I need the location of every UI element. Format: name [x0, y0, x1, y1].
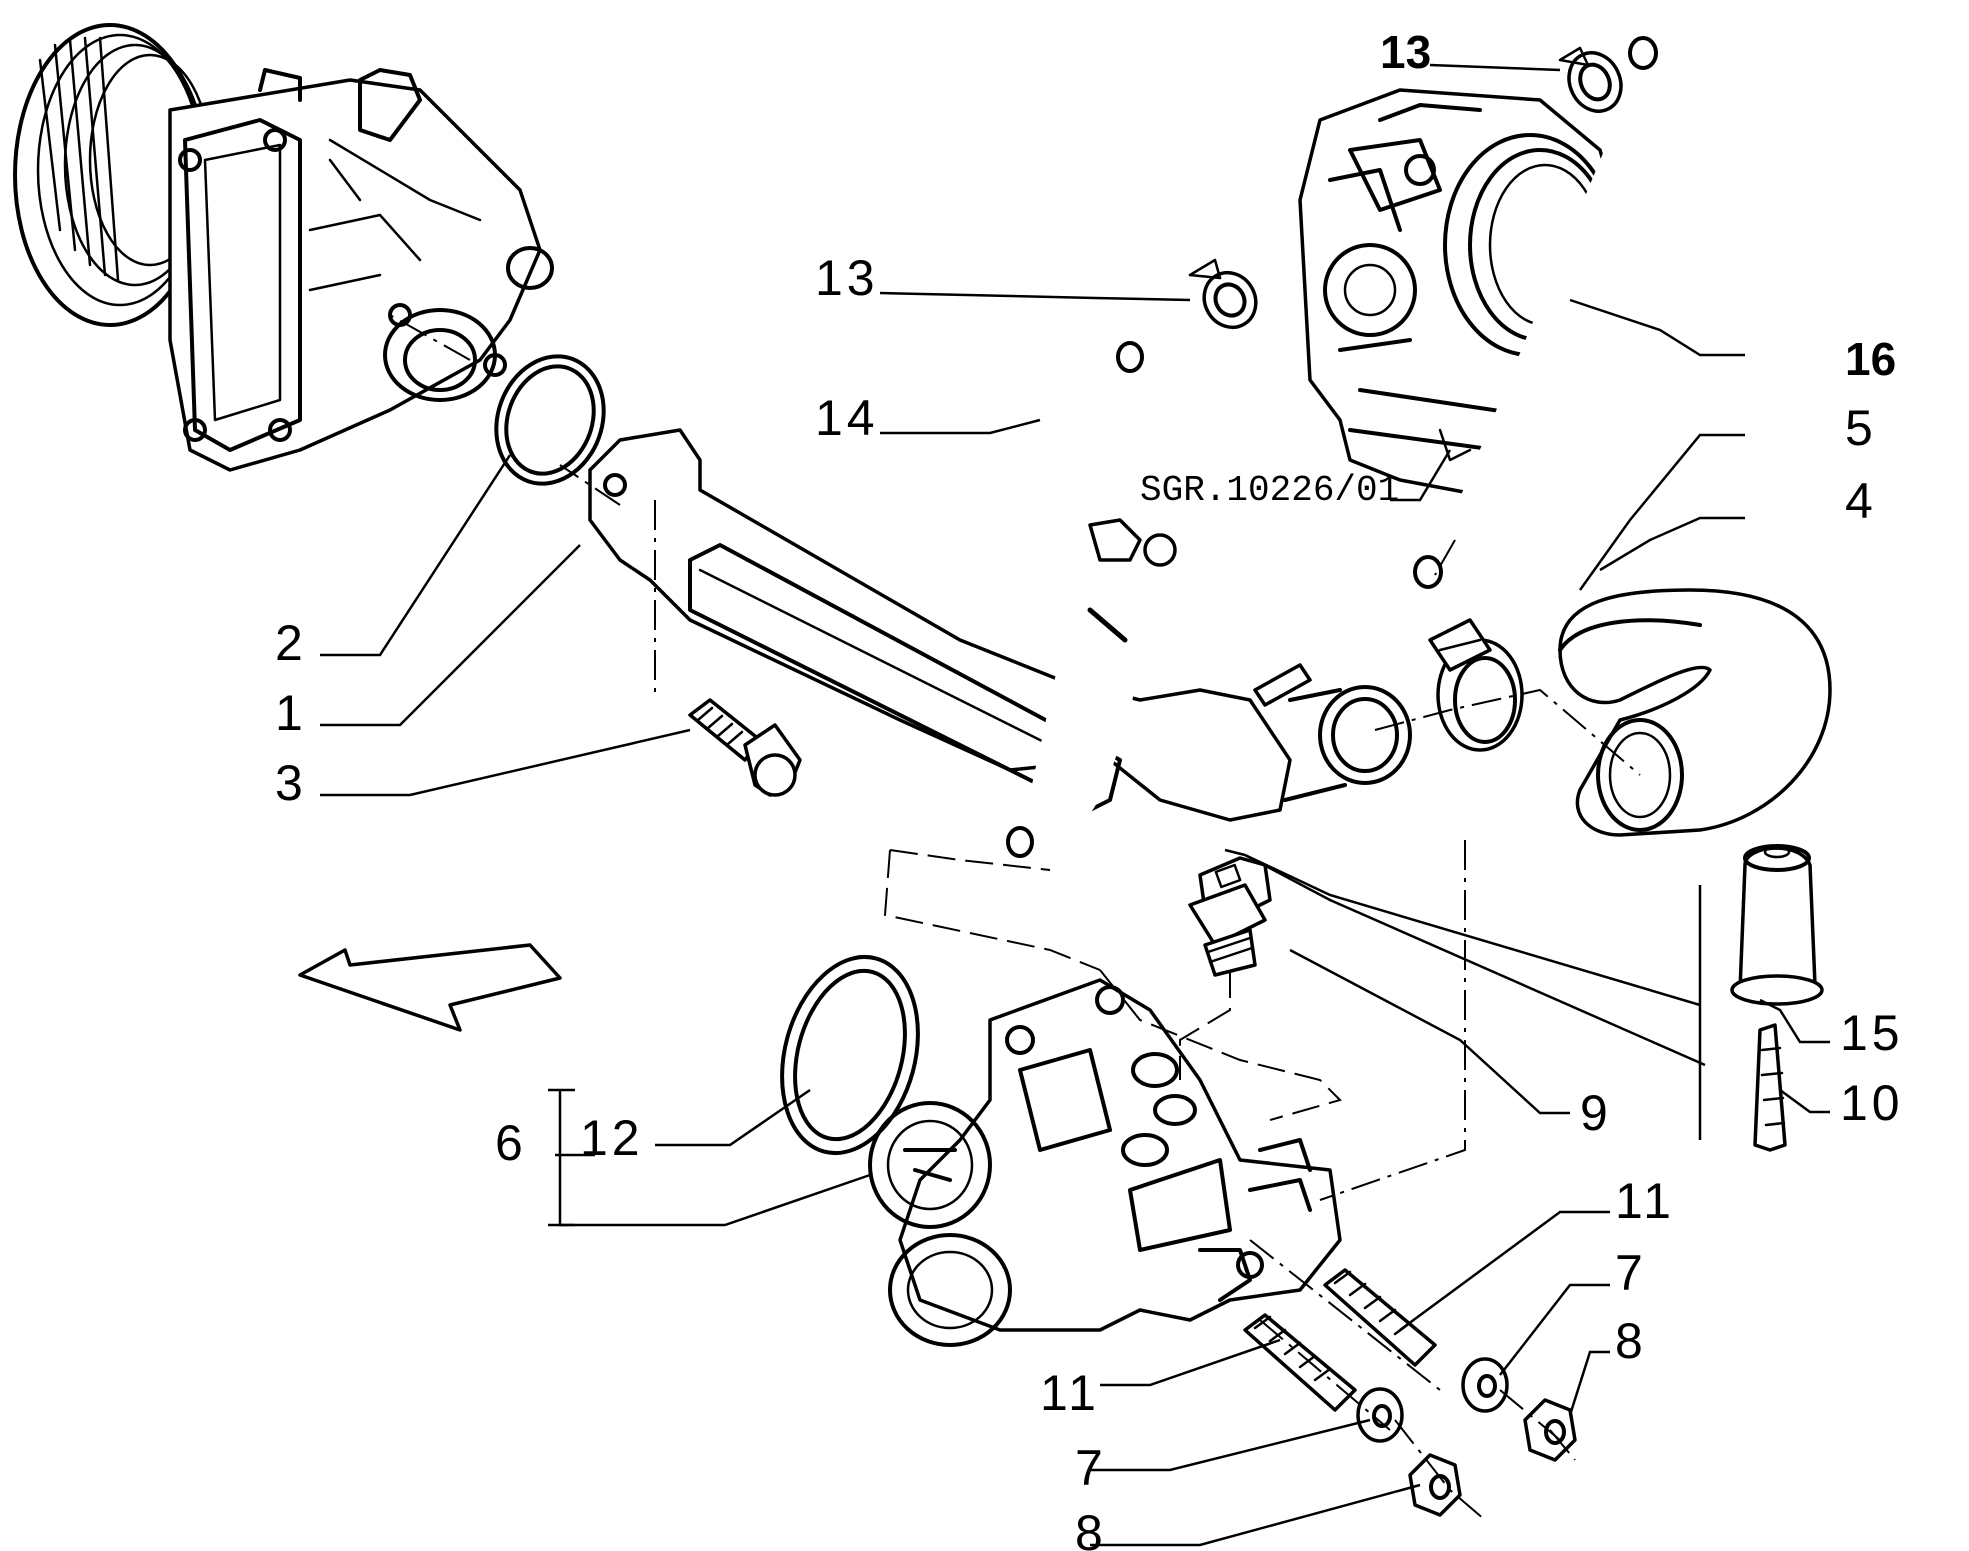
water-pump [13, 23, 554, 472]
label-8-upper: 8 [1615, 1313, 1647, 1369]
label-10: 10 [1840, 1075, 1904, 1131]
hose-clamp-5 [1428, 618, 1524, 752]
label-3: 3 [275, 755, 307, 811]
temperature-sensor-9 [1188, 856, 1272, 977]
part-labels: 2 1 3 13 13 14 16 5 4 15 10 9 11 7 8 11 … [275, 26, 1904, 1551]
o-ring-2 [494, 354, 606, 486]
drawing-code: SGR.10226/01 [1140, 470, 1399, 511]
label-12: 12 [580, 1110, 644, 1166]
label-7-upper: 7 [1615, 1245, 1647, 1301]
hose-14 [1006, 341, 1177, 858]
label-7-lower: 7 [1075, 1440, 1107, 1496]
label-13-middle: 13 [815, 250, 879, 306]
washer-7-upper [1461, 1357, 1509, 1413]
label-4: 4 [1845, 473, 1877, 529]
label-13-top: 13 [1380, 26, 1431, 78]
label-6: 6 [495, 1115, 527, 1171]
label-5: 5 [1845, 400, 1877, 456]
o-ring-12 [780, 954, 920, 1156]
thermostat-housing-6 [868, 978, 1342, 1347]
rubber-boot-15 [1730, 844, 1824, 1006]
nut-8-lower [1408, 1453, 1462, 1517]
label-16: 16 [1845, 333, 1896, 385]
label-14: 14 [815, 390, 879, 446]
label-11-upper: 11 [1615, 1173, 1675, 1229]
label-11-lower: 11 [1040, 1365, 1100, 1421]
stud-11-lower [1243, 1313, 1357, 1412]
hose-16 [1413, 36, 1724, 589]
assembly-axis-lines [389, 314, 1641, 1521]
direction-arrow-icon [298, 943, 562, 1032]
label-15: 15 [1840, 1005, 1904, 1061]
leader-lines [320, 63, 1830, 1547]
label-9: 9 [1580, 1085, 1612, 1141]
hose-4 [1558, 588, 1832, 837]
label-8-lower: 8 [1075, 1505, 1107, 1551]
label-1: 1 [275, 685, 307, 741]
connector-clip-10 [1753, 1023, 1787, 1152]
washer-7-lower [1356, 1387, 1404, 1443]
hose-clamp-13-middle [1188, 258, 1258, 330]
stud-11-upper [1323, 1268, 1437, 1367]
bolt-3 [688, 698, 802, 797]
hose-clamp-13-top [1558, 46, 1623, 113]
label-2: 2 [275, 615, 307, 671]
